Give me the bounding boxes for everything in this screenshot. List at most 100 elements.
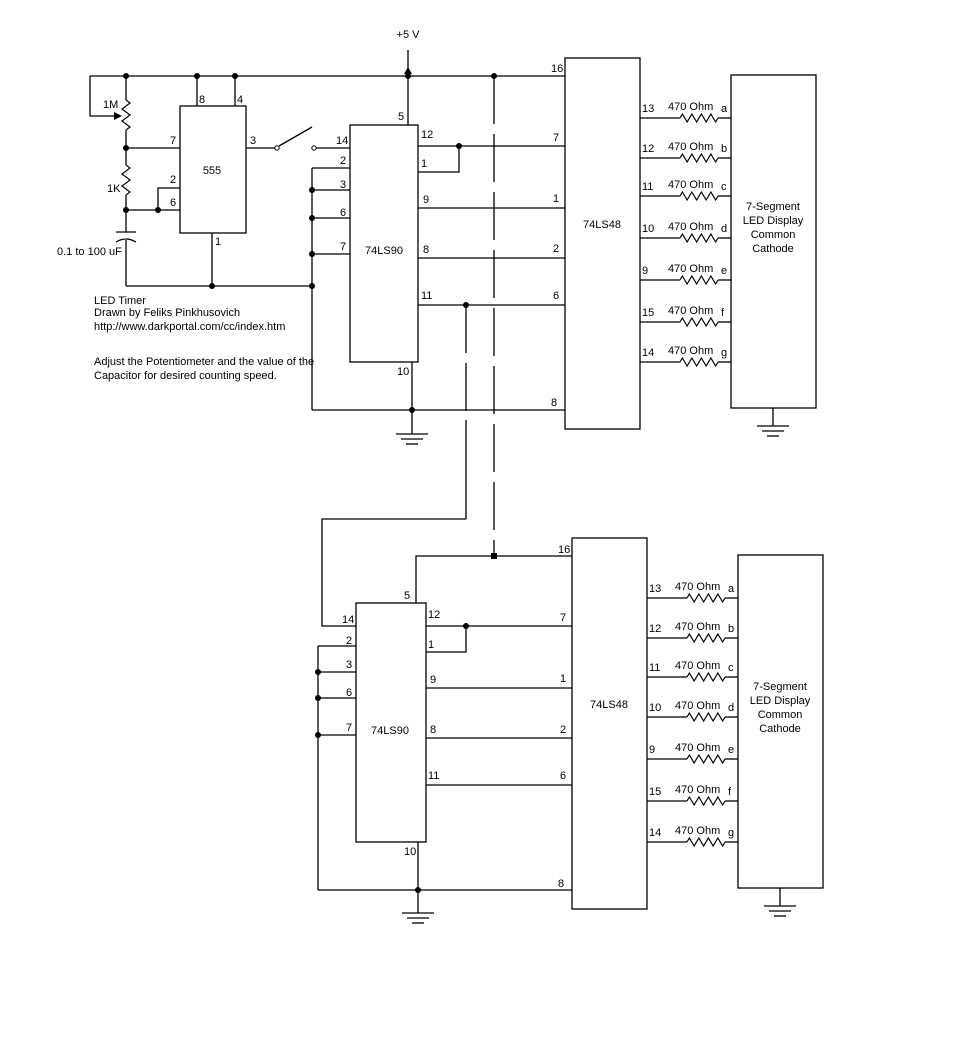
segment-pin-label: 14: [649, 827, 661, 839]
segment-row: 14 470 Ohm g: [647, 825, 738, 848]
timer-pin-3: 3: [250, 135, 256, 147]
counter-2-pin-2: 2: [346, 635, 352, 647]
capacitor-label: 0.1 to 100 uF: [57, 246, 122, 258]
counter-2-pin-6: 6: [346, 687, 352, 699]
segment-letter: e: [728, 744, 734, 756]
segment-letter: b: [721, 143, 727, 155]
display-2-line-1: 7-Segment: [753, 681, 807, 693]
pot-label: 1M: [103, 99, 118, 111]
segment-pin-label: 14: [642, 347, 654, 359]
segment-pin-label: 11: [642, 181, 653, 193]
resistor-label: 470 Ohm: [675, 825, 720, 837]
display-1-line-1: 7-Segment: [746, 201, 800, 213]
decoder-2-pin-16: 16: [558, 544, 570, 556]
segment-pin-label: 13: [642, 103, 654, 115]
segment-letter: a: [721, 103, 728, 115]
switch: [278, 126, 313, 147]
notes: LED Timer Drawn by Feliks Pinkhusovich h…: [94, 295, 314, 382]
resistor-470: [686, 632, 726, 644]
segment-pin-label: 9: [649, 744, 655, 756]
resistor-470: [679, 112, 719, 124]
stage-1: 74LS90 5 14 2 3 6 7 12 1 9 8 11 10 74LS4…: [309, 57, 817, 627]
resistor-label: 470 Ohm: [675, 660, 720, 672]
display-2-line-3: Common: [758, 709, 803, 721]
segment-row: 10 470 Ohm d: [647, 700, 738, 723]
resistor-label: 470 Ohm: [675, 700, 720, 712]
timer-section: 1M 1K 0.1 to 100 uF 555 8 4 7 2 6 1 3: [57, 76, 350, 287]
display-2: [737, 554, 824, 889]
segment-pin-label: 10: [649, 702, 661, 714]
timer-pin-1: 1: [215, 236, 221, 248]
resistor-470: [686, 836, 726, 848]
decoder-2-pin-6: 6: [560, 770, 566, 782]
resistor-label: 470 Ohm: [675, 581, 720, 593]
counter-2-name: 74LS90: [371, 725, 409, 737]
segment-letter: c: [728, 662, 734, 674]
display-2-line-2: LED Display: [750, 695, 811, 707]
note-url: http://www.darkportal.com/cc/index.htm: [94, 321, 285, 333]
counter-2-ground: [402, 912, 434, 924]
timer-junctions: [123, 73, 497, 289]
counter-2-pin-9: 9: [430, 674, 436, 686]
segment-letter: e: [721, 265, 727, 277]
segment-letter: g: [728, 827, 734, 839]
resistor-label: 470 Ohm: [675, 621, 720, 633]
resistor-470: [679, 232, 719, 244]
timer-pin-8: 8: [199, 94, 205, 106]
counter-1-pin-1: 1: [421, 158, 427, 170]
note-instruction-2: Capacitor for desired counting speed.: [94, 370, 277, 382]
counter-1-pin-10: 10: [397, 366, 409, 378]
decoder-74ls48-2: [571, 537, 648, 910]
counter-74ls90-1: [349, 124, 419, 363]
counter-1-pin-8: 8: [423, 244, 429, 256]
resistor-label: 470 Ohm: [668, 179, 713, 191]
resistor-1k: [121, 164, 131, 196]
timer-pin-7: 7: [170, 135, 176, 147]
display-2-line-4: Cathode: [759, 723, 801, 735]
counter-2-pin-5: 5: [404, 590, 410, 602]
display-2-ground: [764, 905, 796, 917]
segment-letter: c: [721, 181, 727, 193]
resistor-470: [679, 190, 719, 202]
resistor-470: [686, 592, 726, 604]
segment-pin-label: 10: [642, 223, 654, 235]
resistor-470: [686, 753, 726, 765]
counter-1-ground: [396, 433, 428, 445]
capacitor-bottom-plate: [115, 238, 137, 243]
resistor-470: [679, 316, 719, 328]
counter-2-pin-8: 8: [430, 724, 436, 736]
segment-pin-label: 15: [642, 307, 654, 319]
counter-2-pin-12: 12: [428, 609, 440, 621]
segment-letter: a: [728, 583, 735, 595]
counter-1-pin-12: 12: [421, 129, 433, 141]
note-author: Drawn by Feliks Pinkhusovich: [94, 307, 240, 319]
resistor-label: 470 Ohm: [668, 141, 713, 153]
decoder-1-pin-16: 16: [551, 63, 563, 75]
resistor-label: 470 Ohm: [668, 305, 713, 317]
counter-74ls90-2: [355, 602, 427, 843]
segment-letter: g: [721, 347, 727, 359]
segment-letter: d: [728, 702, 734, 714]
potentiometer-1m: [121, 99, 131, 131]
timer-pin-6: 6: [170, 197, 176, 209]
counter-1-pin-7: 7: [340, 241, 346, 253]
counter-2-pin-11: 11: [428, 770, 439, 782]
segment-pin-label: 15: [649, 786, 661, 798]
decoder-1-pin-2: 2: [553, 243, 559, 255]
decoder-1-name: 74LS48: [583, 219, 621, 231]
resistor-label: 470 Ohm: [668, 101, 713, 113]
timer-pin-2: 2: [170, 174, 176, 186]
display-1: [730, 74, 817, 409]
decoder-74ls48-1: [564, 57, 641, 430]
decoder-2-pin-7: 7: [560, 612, 566, 624]
